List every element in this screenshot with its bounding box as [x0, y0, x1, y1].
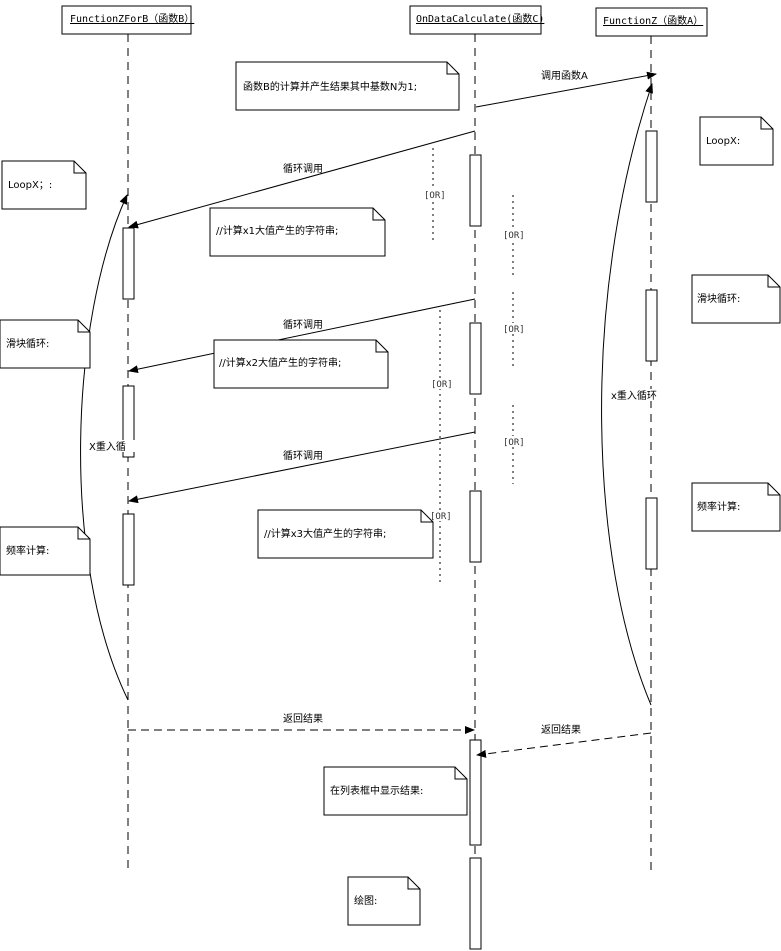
note-loopx-left: [1, 160, 87, 210]
activation-a-1: [645, 130, 658, 203]
lifeline-a-label: FunctionZ（函数A）: [603, 14, 703, 27]
message-loop-call-1: [128, 130, 476, 229]
note-top-text: 函数B的计算并产生结果其中基数N为1;: [243, 80, 417, 93]
message-call-a: [475, 71, 657, 108]
guard-or-3: [OR]: [503, 325, 525, 335]
guard-or-6: [OR]: [430, 512, 452, 522]
note-x2: [213, 339, 389, 389]
note-loopx-right-text: LoopX:: [706, 136, 740, 147]
note-loopx-right: [699, 116, 774, 166]
lifeline-b-label: FunctionZForB（函数B）: [70, 12, 194, 25]
activation-b-2: [122, 385, 135, 458]
guard-or-1: [OR]: [424, 191, 446, 201]
note-freq-right: [691, 482, 781, 532]
guard-or-2: [OR]: [503, 231, 525, 241]
lifeline-header-b: FunctionZForB（函数B）: [61, 5, 194, 35]
note-draw-text: 绘图:: [354, 894, 377, 907]
note-x1-text: //计算x1大值产生的字符串;: [216, 224, 338, 237]
reentry-left-label: X重入循: [89, 440, 126, 453]
activation-a-3: [645, 497, 658, 570]
note-x3: [257, 509, 434, 559]
lifeline-c-label: OnDataCalculate(函数C): [416, 12, 544, 25]
message-loop-call-2: [128, 298, 476, 374]
message-return-a-label: 返回结果: [541, 723, 581, 736]
note-slider-left-text: 滑块循环:: [6, 337, 49, 350]
note-listbox-text: 在列表框中显示结果:: [330, 784, 423, 797]
activation-c-1: [469, 154, 482, 227]
guard-or-4: [OR]: [431, 380, 453, 390]
guard-or-5: [OR]: [503, 438, 525, 448]
note-freq-left-text: 频率计算:: [6, 544, 49, 557]
note-slider-left: [0, 319, 91, 369]
message-return-a: [476, 732, 652, 758]
activation-b-3: [122, 513, 135, 586]
note-slider-right-text: 滑块循环:: [697, 292, 740, 305]
note-x3-text: //计算x3大值产生的字符串;: [264, 527, 386, 540]
note-draw: [347, 876, 421, 926]
activation-c-5: [469, 857, 482, 950]
activation-b-1: [122, 227, 135, 300]
note-slider-right: [691, 274, 781, 324]
message-loop-call-1-label: 循环调用: [283, 162, 323, 175]
message-call-a-label: 调用函数A: [541, 69, 588, 82]
note-listbox: [323, 766, 468, 816]
activation-c-3: [469, 490, 482, 563]
note-loopx-left-text: LoopX；:: [8, 180, 52, 191]
note-freq-left: [0, 526, 91, 576]
message-loop-call-3-label: 循环调用: [283, 449, 323, 462]
activation-c-4: [469, 739, 482, 846]
note-x2-text: //计算x2大值产生的字符串;: [219, 356, 341, 369]
reentry-right-label: x重入循环: [611, 389, 657, 402]
activation-c-2: [469, 322, 482, 395]
message-loop-call-3: [128, 431, 476, 504]
lifeline-header-a: FunctionZ（函数A）: [595, 7, 708, 37]
note-top: [235, 61, 460, 111]
lifeline-header-c: OnDataCalculate(函数C): [409, 5, 544, 35]
activation-a-2: [645, 289, 658, 362]
message-return-b-label: 返回结果: [283, 712, 323, 725]
reentry-curve-left: [80, 194, 129, 701]
note-freq-right-text: 频率计算:: [697, 500, 740, 513]
note-x1: [209, 207, 386, 257]
message-loop-call-2-label: 循环调用: [283, 318, 323, 331]
reentry-curve-right: [601, 83, 653, 706]
